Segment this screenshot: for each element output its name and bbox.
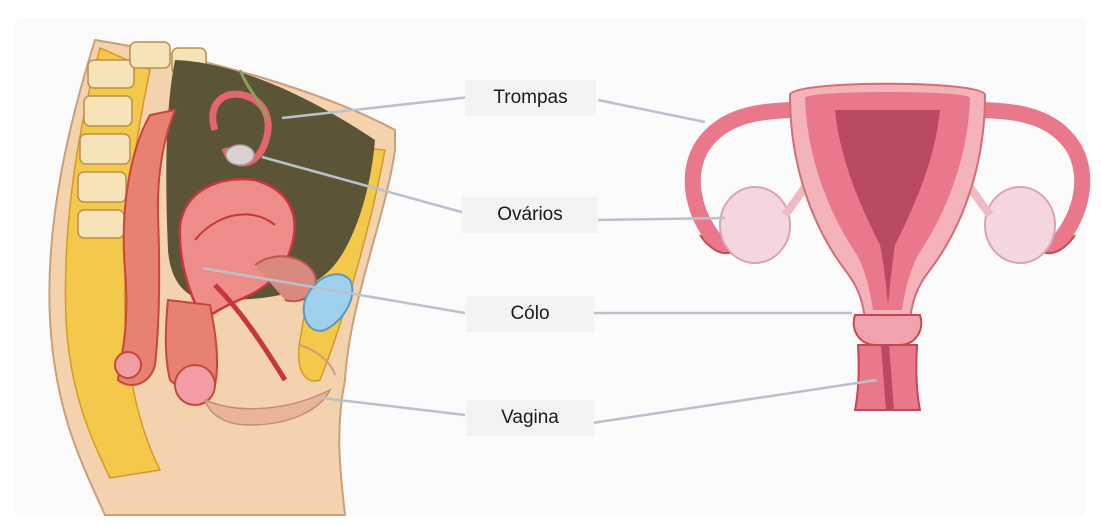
frontal-uterus: [693, 84, 1082, 410]
leader-vagina-right: [592, 380, 877, 423]
ovary-right: [985, 187, 1055, 263]
label-vagina: Vagina: [466, 400, 594, 436]
ovary-left: [720, 187, 790, 263]
label-ovarios: Ovários: [462, 197, 598, 233]
leader-vagina-left: [322, 398, 465, 415]
ovary-side: [226, 145, 254, 165]
label-colo: Cólo: [466, 296, 594, 332]
label-trompas: Trompas: [465, 80, 596, 116]
leader-trompas-right: [598, 100, 705, 122]
cervix: [854, 315, 922, 345]
